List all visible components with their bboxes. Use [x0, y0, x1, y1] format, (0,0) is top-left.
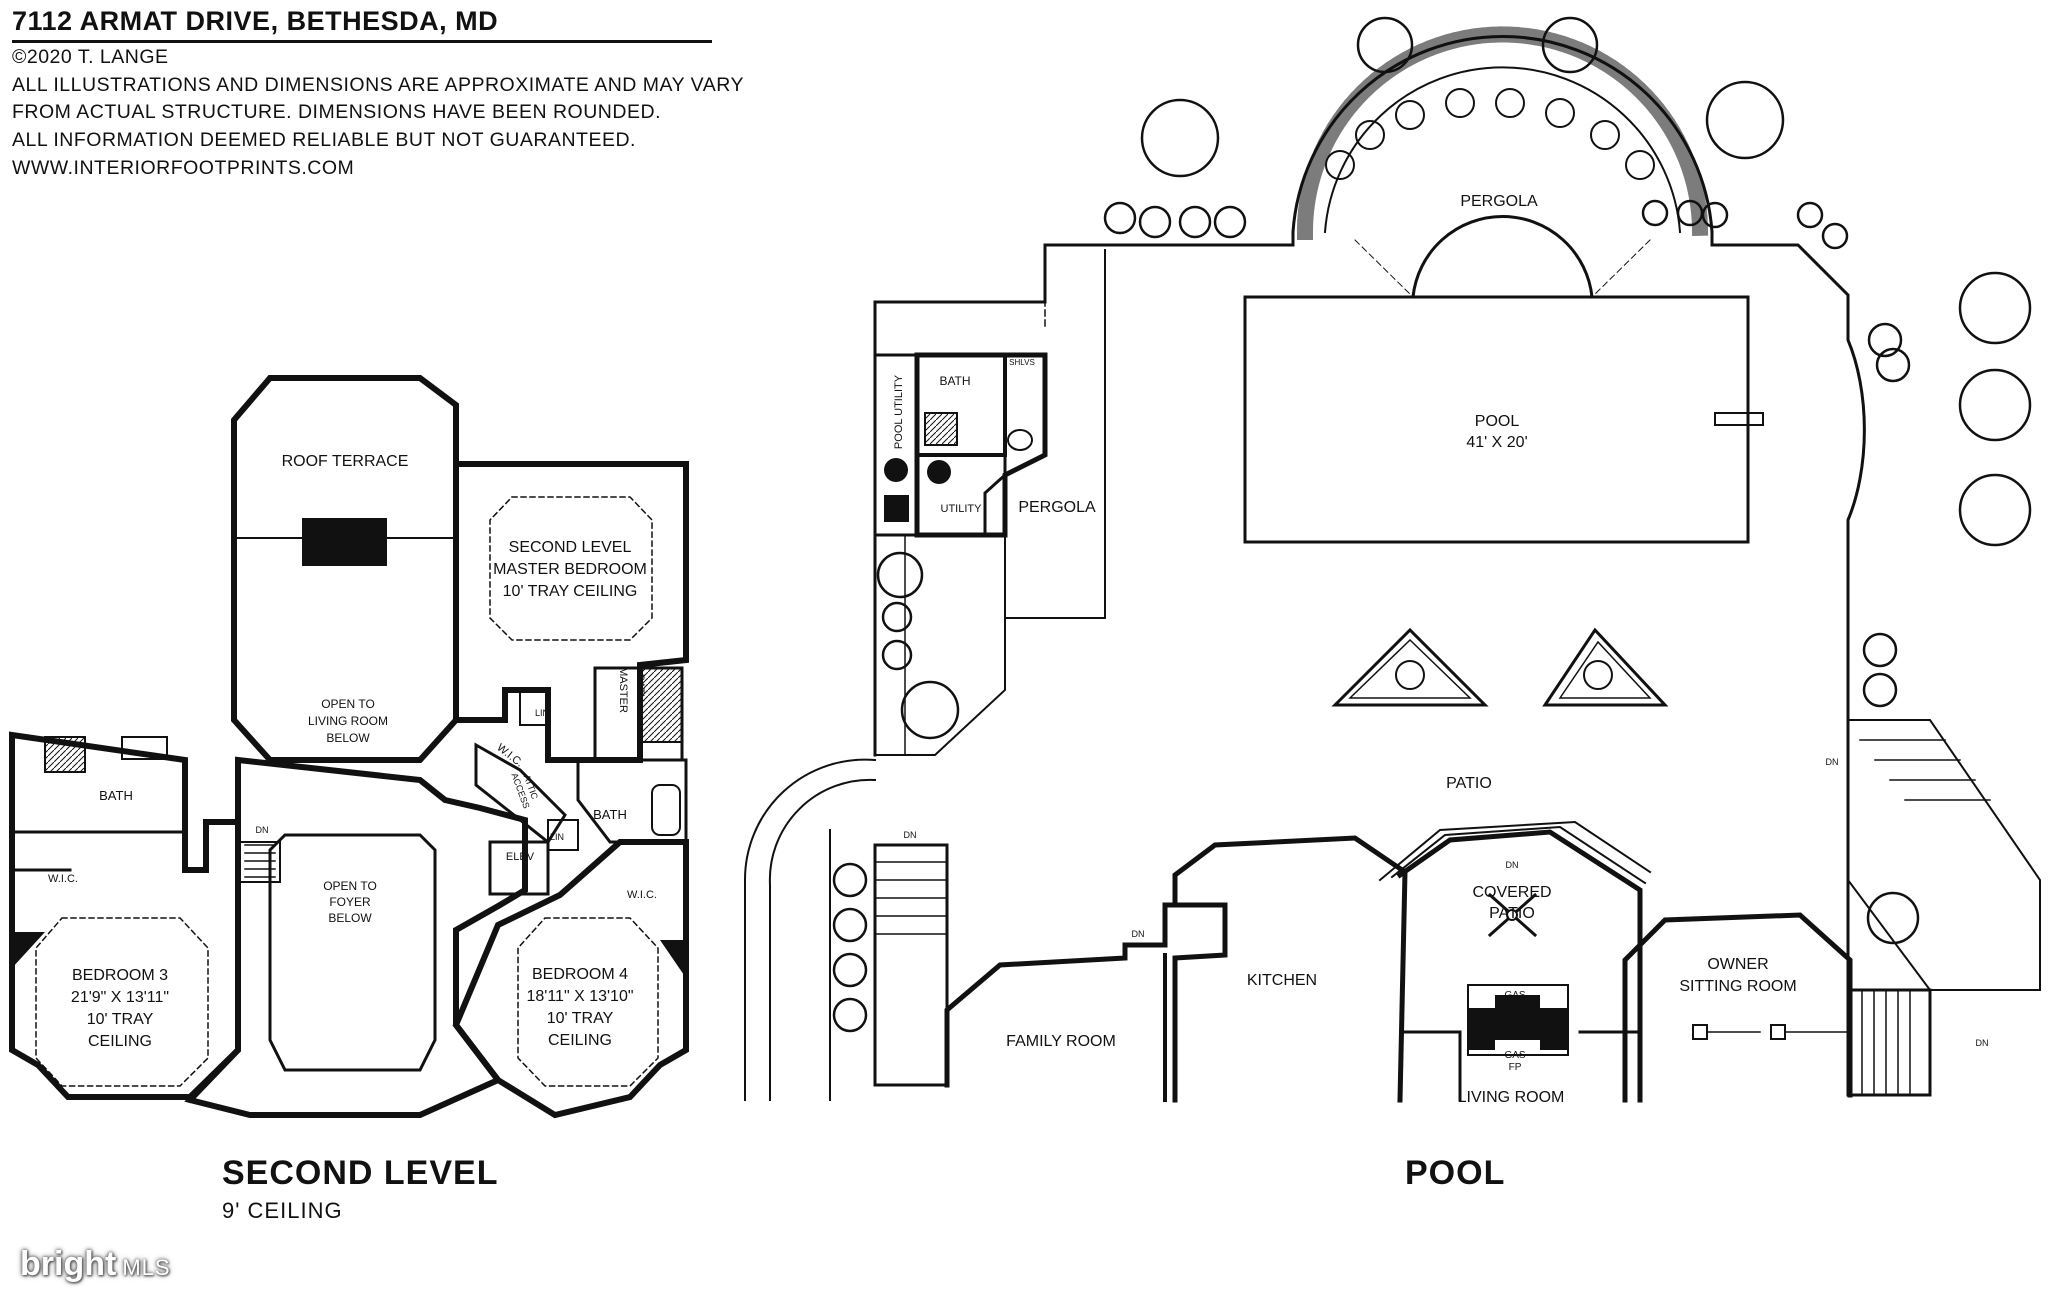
dn-left-stair: DN	[904, 830, 917, 840]
dn-right-stair: DN	[1976, 1038, 1989, 1048]
triangle-planter-right	[1542, 627, 1669, 707]
roof-terrace-label: ROOF TERRACE	[282, 453, 409, 470]
kitchen-outline	[1172, 835, 1408, 1103]
family-room-label: FAMILY ROOM	[1006, 1033, 1116, 1050]
landscape-trees	[832, 16, 2032, 1033]
elev-label: ELEV	[506, 851, 535, 863]
open-to-foyer-1: OPEN TO	[323, 879, 377, 893]
dn-family-stair: DN	[1132, 929, 1145, 939]
master-bedroom-label-2: MASTER BEDROOM	[493, 561, 647, 578]
dn-covered-patio: DN	[1506, 860, 1519, 870]
pool-level-labels: PERGOLA POOL 41' X 20' PERGOLA BATH SHLV…	[893, 193, 1989, 1106]
owner-sitting-label-1: OWNER	[1707, 956, 1768, 973]
bath-4	[576, 758, 688, 844]
copyright-notice: ©2020 T. LANGE	[12, 46, 169, 68]
covered-patio-label-1: COVERED	[1472, 884, 1551, 901]
living-room-outline	[1403, 1030, 1642, 1102]
patio-outline	[873, 230, 1866, 1097]
pool-dimensions: 41' X 20'	[1466, 434, 1527, 451]
driveway-curve-outer	[743, 758, 877, 1101]
master-bath-label-1: MASTER	[617, 667, 629, 713]
gas-fp-bottom-2: FP	[1509, 1062, 1522, 1073]
driveway-curve-inner	[768, 778, 877, 1101]
bath-3-label: BATH	[99, 788, 133, 803]
patio-label: PATIO	[1446, 775, 1492, 792]
bedroom3-tray-ceiling	[35, 917, 209, 1087]
master-bath-label-2: BATH	[634, 674, 646, 703]
disclaimer-line-1: ALL ILLUSTRATIONS AND DIMENSIONS ARE APP…	[12, 74, 744, 96]
pergola-curve-hedge	[1296, 26, 1709, 241]
wic-4-label: W.I.C.	[627, 889, 657, 901]
open-to-foyer	[268, 833, 437, 1072]
left-planter	[874, 534, 1006, 756]
bedroom3-label-2: 21'9" X 13'11"	[71, 989, 169, 1006]
gas-fp-top-2: FP	[1509, 1002, 1522, 1013]
owner-sitting-outline	[1622, 912, 1853, 1103]
master-bedroom-label-3: 10' TRAY CEILING	[503, 583, 638, 600]
open-to-foyer-3: BELOW	[328, 911, 372, 925]
bedroom4-label-3: 10' TRAY	[547, 1010, 614, 1027]
open-to-living-3: BELOW	[326, 731, 370, 745]
second-level-ceiling: 9' CEILING	[222, 1198, 343, 1223]
pool-skimmer	[1714, 412, 1764, 426]
open-to-living-1: OPEN TO	[321, 697, 375, 711]
disclaimer-line-2: FROM ACTUAL STRUCTURE. DIMENSIONS HAVE B…	[12, 101, 661, 123]
living-room-label: LIVING ROOM	[1458, 1089, 1565, 1106]
bright-logo-text: bright	[20, 1245, 117, 1283]
second-level-dn: DN	[256, 825, 269, 835]
master-bedroom-label-1: SECOND LEVEL	[509, 539, 632, 556]
right-wing-outline	[452, 839, 689, 1119]
foyer-outline	[184, 756, 528, 1118]
website-link[interactable]: WWW.INTERIORFOOTPRINTS.COM	[12, 157, 355, 179]
bedroom3-label-3: 10' TRAY	[87, 1011, 154, 1028]
second-level-stair	[244, 844, 276, 878]
covered-patio-outline	[1396, 829, 1643, 1103]
open-to-foyer-2: FOYER	[329, 895, 371, 909]
bedroom4-label-2: 18'11" X 13'10"	[526, 988, 633, 1005]
pool-utility-label: POOL UTILITY	[893, 374, 905, 449]
utility-label: UTILITY	[941, 503, 983, 515]
pool-basin	[1243, 295, 1750, 544]
pergola-side-label: PERGOLA	[1018, 499, 1096, 516]
bath-4-label: BATH	[593, 807, 627, 822]
owner-sitting-label-2: SITTING ROOM	[1679, 978, 1796, 995]
kitchen-label: KITCHEN	[1247, 972, 1317, 989]
diagonal-stair	[1846, 719, 2041, 991]
pergola-shrubs	[1325, 88, 1655, 180]
bedroom3-label-1: BEDROOM 3	[72, 967, 168, 984]
mls-logo-text: MLS	[122, 1255, 171, 1280]
lin-label-2: LIN	[535, 708, 549, 718]
disclaimer-line-3: ALL INFORMATION DEEMED RELIABLE BUT NOT …	[12, 129, 636, 151]
pool-level-plan	[743, 16, 2041, 1103]
bedroom3-label-4: CEILING	[88, 1033, 152, 1050]
pool-label: POOL	[1475, 413, 1520, 430]
bedroom4-tray-ceiling	[517, 917, 659, 1087]
triangle-planter-left	[1331, 627, 1489, 707]
dn-diagonal-stair: DN	[1826, 757, 1839, 767]
shlvs-label: SHLVS	[1009, 358, 1035, 367]
bedroom4-label-4: CEILING	[548, 1032, 612, 1049]
second-level-plan	[9, 375, 689, 1119]
elevator	[488, 840, 550, 896]
lin-label-1: LIN	[550, 832, 564, 842]
covered-patio-label-2: PATIO	[1489, 905, 1535, 922]
second-level-caption: SECOND LEVEL	[222, 1154, 499, 1192]
gas-fp-top-1: GAS	[1504, 990, 1525, 1001]
open-to-living-2: LIVING ROOM	[308, 714, 388, 728]
pergola-top-label: PERGOLA	[1460, 193, 1538, 210]
wic-3-label: W.I.C.	[48, 873, 78, 885]
left-pool-stair	[873, 843, 949, 1087]
property-address-title: 7112 ARMAT DRIVE, BETHESDA, MD	[12, 6, 499, 36]
header-divider	[12, 40, 712, 43]
right-pool-stair	[1848, 988, 1932, 1097]
master-tray-ceiling	[489, 496, 653, 641]
gas-fp-bottom-1: GAS	[1504, 1050, 1525, 1061]
bedroom4-label-1: BEDROOM 4	[532, 966, 628, 983]
pool-caption: POOL	[1405, 1154, 1506, 1192]
pool-house-bath: BATH	[939, 374, 970, 388]
roof-terrace-hatch	[302, 518, 387, 566]
family-room-outline	[944, 902, 1228, 1103]
